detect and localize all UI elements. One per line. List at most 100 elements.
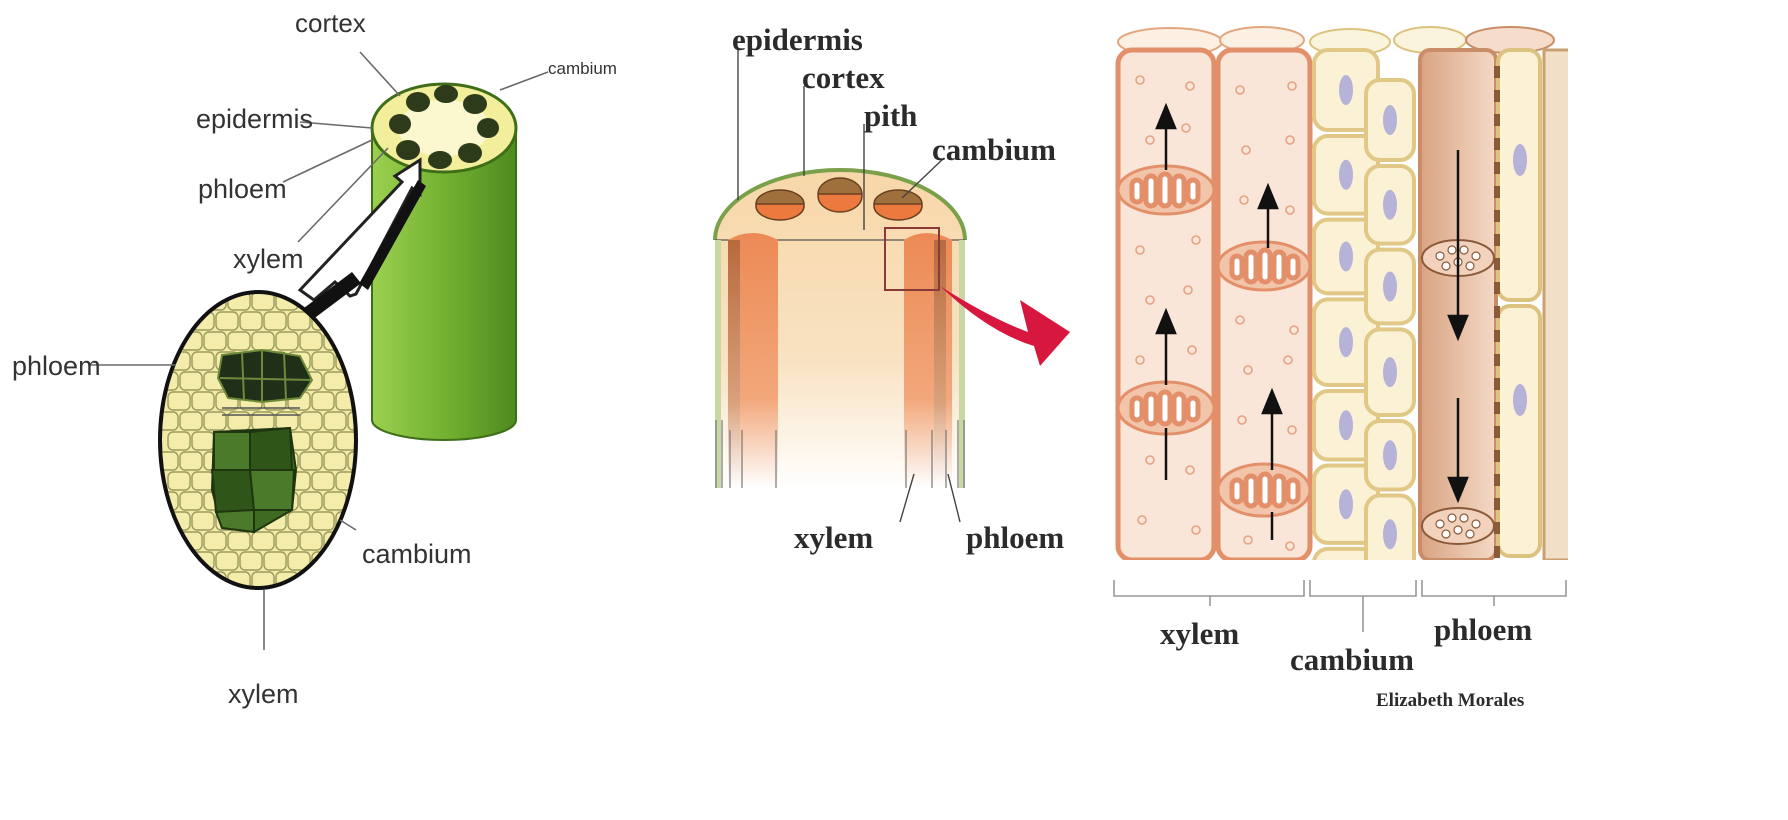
tissue-cell	[324, 572, 346, 590]
label-cambium-top: cambium	[548, 59, 617, 78]
tissue-cell	[348, 412, 370, 430]
cell-nucleus	[1339, 75, 1353, 105]
tissue-cell	[192, 392, 214, 410]
tissue-cell	[300, 532, 322, 550]
credit-text: Elizabeth Morales	[1376, 690, 1524, 711]
label-cambium: cambium	[1290, 642, 1414, 677]
sieve-pit	[1494, 258, 1500, 270]
label-cambium: cambium	[932, 132, 1056, 167]
cell-nucleus	[1339, 241, 1353, 271]
tissue-cell	[168, 432, 190, 450]
tissue-cell	[168, 472, 190, 490]
tissue-cell	[312, 392, 334, 410]
stem-longitudinal	[715, 170, 965, 488]
xylem-vessels	[1118, 50, 1310, 560]
tissue-cell	[240, 312, 262, 330]
tissue-cell	[180, 492, 202, 510]
tissue-cell	[324, 492, 346, 510]
sieve-pit	[1494, 546, 1500, 558]
tissue-cell	[300, 572, 322, 590]
label-epidermis: epidermis	[196, 104, 313, 134]
tissue-cell	[240, 552, 262, 570]
tissue-cell	[180, 412, 202, 430]
phloem-cluster	[218, 350, 312, 402]
tissue-cell	[192, 472, 214, 490]
tissue-cell	[252, 332, 274, 350]
tissue-cell	[288, 512, 310, 530]
phloem-pit-row	[1494, 66, 1500, 558]
tissue-cell	[168, 392, 190, 410]
tissue-cell	[156, 572, 178, 590]
sieve-pit	[1494, 306, 1500, 318]
right-panel: xylem cambium phloem Elizabeth Morales	[1114, 27, 1574, 711]
label-cortex: cortex	[802, 60, 885, 95]
tissue-cell	[180, 572, 202, 590]
cell-nucleus	[1383, 271, 1397, 301]
left-panel: cortex cambium epidermis phloem xylem ph…	[12, 8, 617, 709]
tissue-cell	[300, 332, 322, 350]
tissue-cell	[312, 432, 334, 450]
sieve-pit	[1494, 498, 1500, 510]
right-labels: xylem cambium phloem Elizabeth Morales	[1160, 612, 1532, 711]
cross-section-oval	[156, 292, 382, 590]
stem-cylinder	[372, 84, 516, 440]
label-cambium-bottom: cambium	[362, 539, 472, 569]
cell-nucleus	[1339, 327, 1353, 357]
tissue-cell	[276, 332, 298, 350]
tissue-cell	[288, 312, 310, 330]
sieve-pit	[1494, 66, 1500, 78]
tissue-cell	[324, 372, 346, 390]
tissue-cell	[300, 452, 322, 470]
label-pith: pith	[864, 98, 917, 133]
sieve-pit	[1494, 330, 1500, 342]
tissue-cell	[312, 352, 334, 370]
tissue-cell	[336, 312, 358, 330]
tissue-cell	[156, 292, 178, 310]
cell-nucleus	[1339, 160, 1353, 190]
cambium-cells	[1314, 50, 1414, 622]
cell-nucleus	[1383, 190, 1397, 220]
cell-nucleus	[1339, 489, 1353, 519]
phloem-tubes	[1420, 50, 1574, 560]
cell-nucleus	[1383, 440, 1397, 470]
cell-nucleus	[1339, 410, 1353, 440]
sieve-pit	[1494, 234, 1500, 246]
sieve-pit	[1494, 522, 1500, 534]
tissue-cell	[156, 332, 178, 350]
cell-nucleus	[1383, 519, 1397, 549]
tissue-cell	[192, 432, 214, 450]
label-cortex: cortex	[295, 8, 366, 38]
tissue-cell	[252, 532, 274, 550]
label-xylem-top: xylem	[233, 244, 304, 274]
tissue-cell	[192, 512, 214, 530]
tissue-cell	[336, 552, 358, 570]
label-xylem: xylem	[1160, 616, 1239, 651]
tissue-cell	[360, 472, 382, 490]
label-phloem-top: phloem	[198, 174, 287, 204]
tissue-cell	[180, 292, 202, 310]
sieve-pit	[1494, 138, 1500, 150]
tissue-cell	[204, 532, 226, 550]
sieve-pit	[1494, 186, 1500, 198]
tissue-cell	[264, 312, 286, 330]
tissue-cell	[168, 312, 190, 330]
sieve-pit	[1494, 354, 1500, 366]
tissue-cell	[228, 532, 250, 550]
tissue-cell	[156, 532, 178, 550]
tissue-cell	[192, 352, 214, 370]
tissue-cell	[168, 552, 190, 570]
sieve-pit	[1494, 426, 1500, 438]
tissue-cell	[228, 332, 250, 350]
tissue-cell	[348, 572, 370, 590]
tissue-cell	[360, 512, 382, 530]
tissue-cell	[300, 412, 322, 430]
tissue-cell	[360, 432, 382, 450]
sieve-pit	[1494, 90, 1500, 102]
label-xylem-bottom: xylem	[228, 679, 299, 709]
tissue-cell	[300, 492, 322, 510]
label-epidermis: epidermis	[732, 22, 863, 57]
label-xylem: xylem	[794, 520, 873, 555]
label-phloem: phloem	[966, 520, 1064, 555]
sieve-pit	[1494, 210, 1500, 222]
tissue-cell	[324, 452, 346, 470]
